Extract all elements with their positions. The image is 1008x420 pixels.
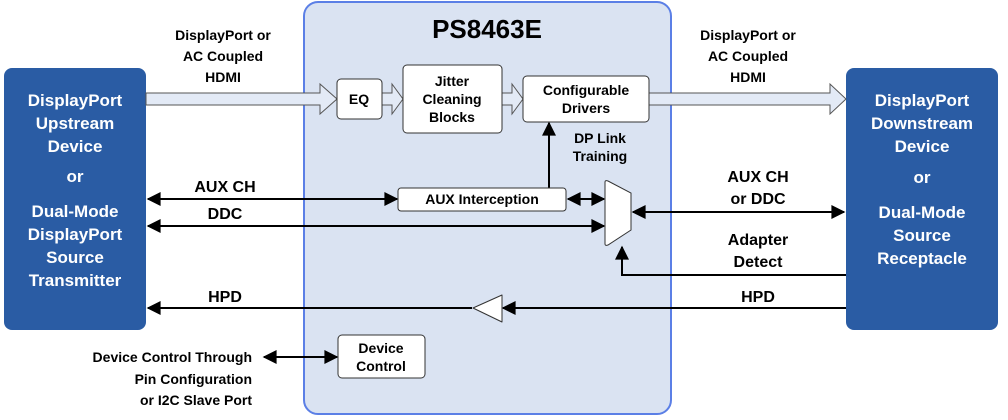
adapter-detect-label: Adapter Detect <box>728 232 788 271</box>
downstream-device-label: DisplayPort Downstream Device or Dual-Mo… <box>871 91 973 268</box>
svg-text:Blocks: Blocks <box>429 109 475 125</box>
svg-text:HDMI: HDMI <box>205 69 241 85</box>
svg-text:or: or <box>67 167 84 186</box>
fat-arrow-jitter-drivers <box>501 82 524 116</box>
adapter-detect-arrow <box>615 245 846 276</box>
fat-arrow-output <box>648 82 847 116</box>
svg-text:DisplayPort or: DisplayPort or <box>175 27 271 43</box>
chip-title: PS8463E <box>432 14 542 44</box>
aux-ddc-right-label: AUX CH or DDC <box>727 169 788 208</box>
svg-text:DisplayPort: DisplayPort <box>875 91 970 110</box>
svg-text:AC Coupled: AC Coupled <box>183 48 263 64</box>
svg-text:Configurable: Configurable <box>543 82 630 98</box>
svg-text:Source: Source <box>893 226 951 245</box>
svg-text:Training: Training <box>573 148 627 164</box>
svg-text:Adapter: Adapter <box>728 232 788 249</box>
svg-text:Downstream: Downstream <box>871 114 973 133</box>
svg-text:Control: Control <box>356 358 406 374</box>
svg-text:or I2C Slave Port: or I2C Slave Port <box>140 392 252 408</box>
svg-text:HDMI: HDMI <box>730 69 766 85</box>
svg-text:Dual-Mode: Dual-Mode <box>32 202 119 221</box>
hpd-right-label: HPD <box>741 289 775 306</box>
svg-text:Cleaning: Cleaning <box>422 91 481 107</box>
svg-text:Jitter: Jitter <box>435 73 470 89</box>
eq-label: EQ <box>349 91 369 107</box>
svg-text:Dual-Mode: Dual-Mode <box>879 203 966 222</box>
fat-arrow-eq-jitter <box>381 82 404 116</box>
svg-text:Source: Source <box>46 248 104 267</box>
jitter-cleaning-label: Jitter Cleaning Blocks <box>422 73 481 125</box>
upstream-device-label: DisplayPort Upstream Device or Dual-Mode… <box>28 91 123 290</box>
configurable-drivers-block <box>522 75 650 123</box>
svg-text:Device Control Through: Device Control Through <box>93 349 252 365</box>
svg-text:DisplayPort: DisplayPort <box>28 91 123 110</box>
configurable-drivers-label: Configurable Drivers <box>543 82 630 116</box>
aux-interception-label: AUX Interception <box>425 191 539 207</box>
svg-text:AC Coupled: AC Coupled <box>708 48 788 64</box>
svg-text:AUX CH: AUX CH <box>727 169 788 186</box>
jitter-cleaning-block <box>402 64 503 134</box>
svg-text:Drivers: Drivers <box>562 100 610 116</box>
mux <box>604 180 632 246</box>
svg-text:Upstream: Upstream <box>36 114 114 133</box>
svg-text:Device: Device <box>895 137 950 156</box>
output-signal-label: DisplayPort or AC Coupled HDMI <box>700 27 796 85</box>
aux-ch-left-label: AUX CH <box>194 179 255 196</box>
fat-arrow-input <box>145 82 338 116</box>
svg-text:Transmitter: Transmitter <box>29 271 122 290</box>
eq-block <box>336 78 383 120</box>
hpd-buffer <box>472 294 503 323</box>
svg-text:or DDC: or DDC <box>730 191 786 208</box>
svg-text:Device: Device <box>48 137 103 156</box>
svg-text:Receptacle: Receptacle <box>877 249 967 268</box>
device-control-ext-label: Device Control Through Pin Configuration… <box>93 349 253 408</box>
svg-text:Detect: Detect <box>734 254 784 271</box>
ddc-left-label: DDC <box>208 206 243 223</box>
dp-link-training-label: DP Link Training <box>573 130 627 164</box>
svg-text:Device: Device <box>358 340 403 356</box>
svg-text:or: or <box>914 168 931 187</box>
svg-text:DisplayPort: DisplayPort <box>28 225 123 244</box>
svg-text:Pin Configuration: Pin Configuration <box>135 371 252 387</box>
device-control-label: Device Control <box>356 340 406 374</box>
svg-text:DisplayPort or: DisplayPort or <box>700 27 796 43</box>
svg-text:DP Link: DP Link <box>574 130 626 146</box>
upstream-device <box>4 68 146 330</box>
hpd-left-label: HPD <box>208 289 242 306</box>
downstream-device <box>846 68 998 330</box>
input-signal-label: DisplayPort or AC Coupled HDMI <box>175 27 271 85</box>
